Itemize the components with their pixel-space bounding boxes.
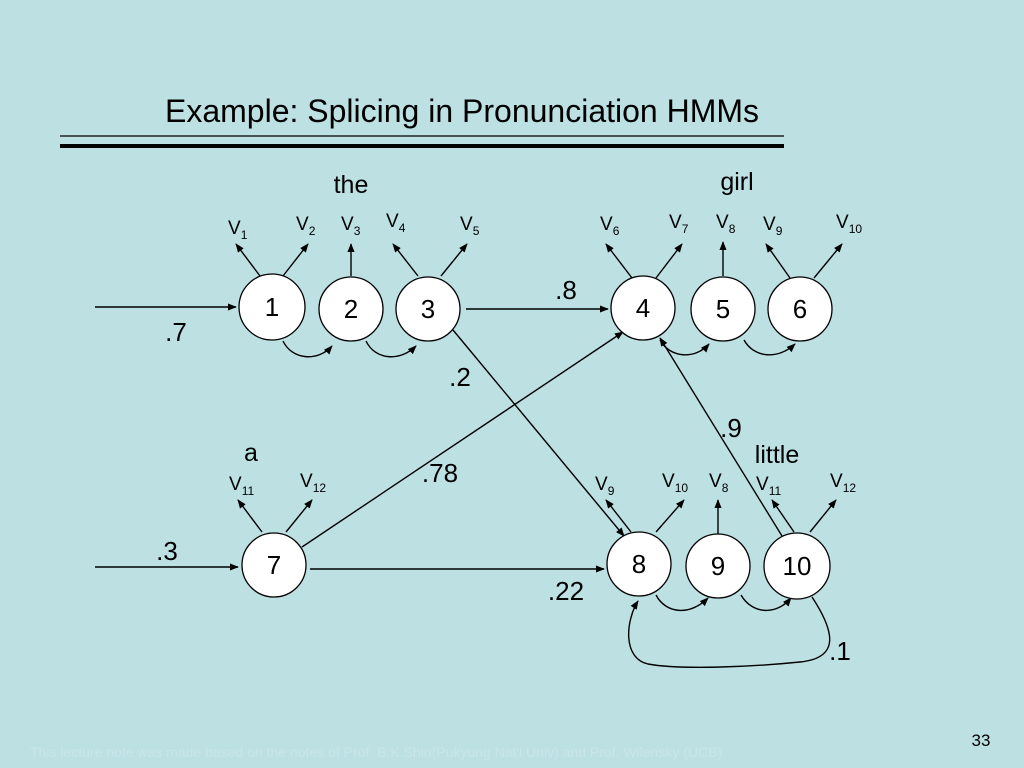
obs-v10: V10 [836,212,862,236]
state-7-to-4-arrow [301,331,624,548]
word-a: a [244,439,258,467]
prob-start-the: .7 [165,317,187,347]
obs-v12-a: V12 [300,471,326,495]
state-3-to-8-arrow [452,329,625,537]
obs-v7: V7 [669,212,689,236]
state-node-5: 5 [690,276,756,342]
obs-v9-little: V9 [595,474,615,498]
prob-little-loop: .1 [829,636,851,666]
obs-v8-little: V8 [709,471,729,495]
word-the: the [334,171,369,199]
prob-a-to-little: .22 [548,576,584,606]
word-little: little [755,441,799,469]
state-label: 7 [267,550,281,580]
state-node-1: 1 [238,273,306,341]
obs-v1: V1 [228,218,248,242]
state-node-7: 7 [241,532,307,598]
word-girl: girl [720,168,753,196]
state-node-4: 4 [610,275,676,341]
obs-v8: V8 [716,212,736,236]
state-label: 10 [783,551,812,581]
state-node-3: 3 [395,276,461,342]
observation-labels: V1 V2 V3 V4 V5 V6 V7 V8 V9 V10 V11 V12 V… [228,211,862,498]
prob-start-a: .3 [156,536,178,566]
obs-v11-a: V11 [229,474,254,498]
state-node-9: 9 [685,533,751,599]
footer-credit: This lecture note was made based on the … [30,744,722,760]
prob-little-to-girl: .9 [720,413,742,443]
state-node-8: 8 [606,531,672,597]
state-label: 8 [632,549,646,579]
state-node-2: 2 [318,276,384,342]
prob-the-to-girl: .8 [555,275,577,305]
state-node-6: 6 [767,276,833,342]
transition-arrows [95,303,831,669]
obs-v3: V3 [341,214,361,238]
obs-v5: V5 [460,214,480,238]
slide-title: Example: Splicing in Pronunciation HMMs [165,93,759,129]
state-10-to-8-loop-arrow [628,596,831,669]
state-node-10: 10 [763,532,831,600]
state-label: 1 [265,292,279,322]
state-label: 2 [344,294,358,324]
emission-arrows [235,241,843,534]
state-label: 4 [636,293,650,323]
obs-v4: V4 [386,211,406,235]
state-label: 9 [711,551,725,581]
obs-v2: V2 [296,214,316,238]
state-label: 6 [793,294,807,324]
obs-v11-little: V11 [756,474,781,498]
obs-v10-little: V10 [662,471,688,495]
obs-v9: V9 [763,214,783,238]
state-10-to-4-arrow [659,337,783,537]
page-number: 33 [972,731,991,750]
state-label: 5 [716,294,730,324]
prob-the-to-little: .2 [449,362,471,392]
prob-a-to-girl: .78 [422,458,458,488]
state-label: 3 [421,294,435,324]
obs-v6: V6 [600,214,620,238]
obs-v12-little: V12 [830,471,856,495]
